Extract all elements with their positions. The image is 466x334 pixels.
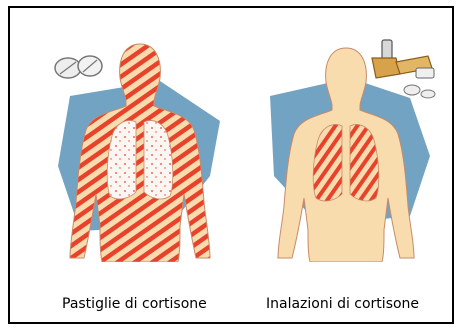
caption-tablets: Pastiglie di cortisone — [62, 296, 207, 312]
illustration-frame: Pastiglie di cortisone Inalazioni di cor… — [8, 6, 454, 324]
inhaler-icon — [366, 38, 448, 104]
pills-icon — [50, 48, 110, 84]
caption-inhalation: Inalazioni di cortisone — [266, 296, 419, 312]
